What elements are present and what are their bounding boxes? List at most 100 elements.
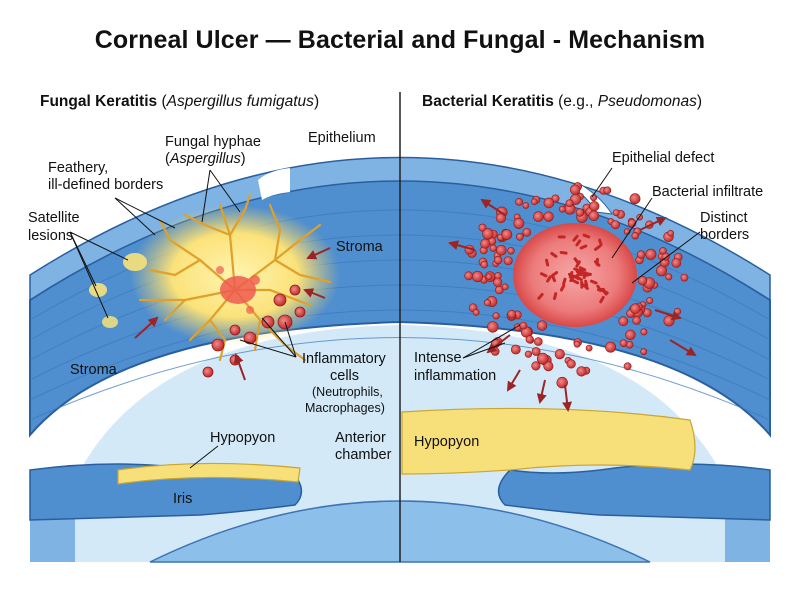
hypopyon-right-band [401,407,696,475]
bacterium [573,257,580,265]
inflammatory-cell [667,229,675,237]
bacterial-heading-italic: Pseudomonas [597,93,697,110]
bacterium [571,279,580,285]
label-intense: Intense [414,350,462,366]
inflammatory-cell [640,328,648,336]
inflammatory-cell [507,247,515,255]
inflammatory-cell [573,340,581,348]
label-chamber: chamber [335,447,392,463]
bacterium [575,271,583,278]
inflammatory-cell [533,337,543,346]
bacterial-heading-open: (e.g., [553,93,598,110]
bacterium [582,233,591,239]
hypopyon-left-band [117,462,301,485]
migration-arrows [134,198,697,412]
inflammatory-cell [610,220,620,230]
bacterial-panel-heading: Bacterial Keratitis (e.g., Pseudomonas) [422,93,702,111]
inflammatory-cell [558,205,566,213]
bacterium [584,279,589,288]
inflammatory-cell [543,361,554,372]
label-lesions: lesions [28,228,73,244]
inflammatory-cell [631,232,639,240]
inflammatory-cell [569,184,581,195]
label-stroma-upper: Stroma [336,239,384,255]
inflammatory-cell [543,197,555,209]
bacterium [589,279,598,285]
inflammatory-cell [603,186,612,195]
inflammatory-cell [472,308,480,316]
inflammatory-cell [510,344,521,355]
satellite-lesions [89,253,147,328]
inflammatory-cell [618,316,629,327]
label-epithelium: Epithelium [308,130,376,146]
bacterium [575,239,582,247]
bacterium [595,257,599,266]
label-epithelial-defect: Epithelial defect [612,150,714,166]
inflammatory-cell [501,283,509,291]
bacterial-heading-close: ) [696,93,703,110]
inflammatory-cell [671,258,682,268]
fungal-epithelial-gap [258,168,290,200]
bacterium [572,234,579,242]
bacterium [552,292,558,301]
bacterium [579,244,588,250]
inflammatory-cell [665,273,673,281]
inflammatory-cell [495,244,507,256]
bacterial-heading-bold: Bacterial Keratitis [422,93,554,110]
inflammatory-cell [680,273,689,282]
inflammatory-cell [516,232,524,241]
inflammatory-cell [612,209,620,217]
label-borders: borders [700,227,749,243]
inflammatory-cell [629,193,641,205]
bacterium [578,268,586,275]
fungal-heading-open: ( [157,93,167,110]
bacterium [550,251,558,258]
inflammatory-cell [619,339,628,347]
inflammatory-cell [636,250,646,259]
fungal-core [216,266,260,314]
inflammatory-cell [522,202,530,209]
label-distinct: Distinct [700,210,748,226]
bacterial-cell-cluster [464,182,689,389]
label-fungal-hyphae-genus: Aspergillus [169,151,241,167]
bacterium [557,235,566,239]
inflammatory-cell [472,270,484,283]
inflammatory-cell [524,350,533,358]
fungal-infiltrate-glow [130,205,340,345]
label-macrophages: Macrophages) [305,401,385,415]
inflammatory-cell [531,361,541,371]
inflammatory-cell [646,297,654,305]
inflammatory-cell [480,238,491,249]
inflammatory-cell [531,347,541,356]
inflammatory-cell [673,307,682,316]
leader-lines [69,167,701,359]
inflammatory-cell [637,275,648,286]
bacterium [580,280,584,289]
bacterium [593,244,602,251]
inflammatory-cell [659,247,667,255]
inflammatory-cell [530,198,538,205]
inflammatory-cell [630,303,641,314]
inflammatory-cell [632,316,641,325]
bacterium [567,272,576,278]
fungal-heading-bold: Fungal Keratitis [40,93,158,110]
bacterium [599,295,605,304]
inflammatory-cell [655,265,667,277]
inflammatory-cell [483,299,492,307]
inflammatory-cell [566,359,576,369]
label-hypopyon-bacterial: Hypopyon [414,434,479,450]
inflammatory-cell [589,201,600,212]
inflammatory-cell [663,315,675,327]
inflammatory-cell [492,312,500,320]
inflammatory-cell [482,228,494,240]
label-neutrophils: (Neutrophils, [312,385,383,399]
bacterium [546,275,552,283]
inflammatory-cell [623,362,632,371]
bacterium [551,271,559,277]
inflammatory-cell [507,309,517,319]
label-fungal-hyphae: Fungal hyphae [165,134,261,150]
bacterial-rods [537,233,609,304]
inflammatory-cell [576,366,587,377]
inflammatory-cell [536,320,548,331]
